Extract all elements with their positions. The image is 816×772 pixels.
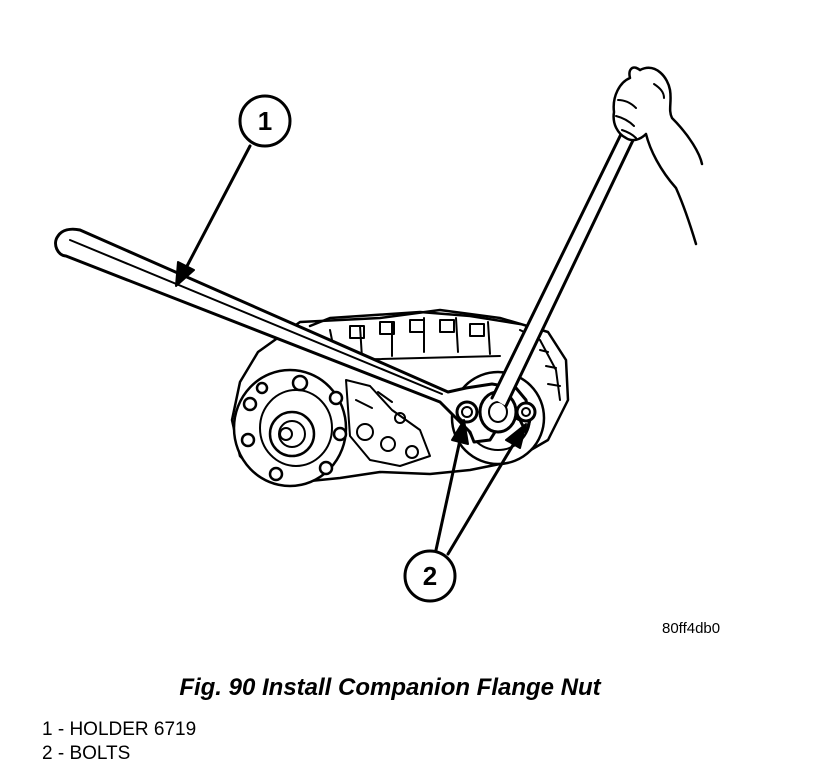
output-flange — [232, 368, 348, 488]
callout-1-label: 1 — [258, 106, 272, 136]
callout-2-label: 2 — [423, 561, 437, 591]
legend-item-holder: 1 - HOLDER 6719 — [42, 719, 197, 740]
figure-caption: Fig. 90 Install Companion Flange Nut — [179, 674, 601, 701]
callout-2-leaders — [434, 419, 527, 556]
callout-2-circle — [403, 549, 457, 603]
transfer-case-illustration: 1 2 — [54, 66, 704, 603]
technician-hand — [612, 66, 704, 246]
holder-tool — [54, 227, 537, 444]
callout-1-leader — [175, 144, 252, 287]
callout-1-circle — [238, 94, 292, 148]
legend-item-bolts: 2 - BOLTS — [42, 743, 131, 764]
figure-code: 80ff4db0 — [662, 620, 721, 637]
legend: 1 - HOLDER 6719 2 - BOLTS — [42, 718, 196, 766]
